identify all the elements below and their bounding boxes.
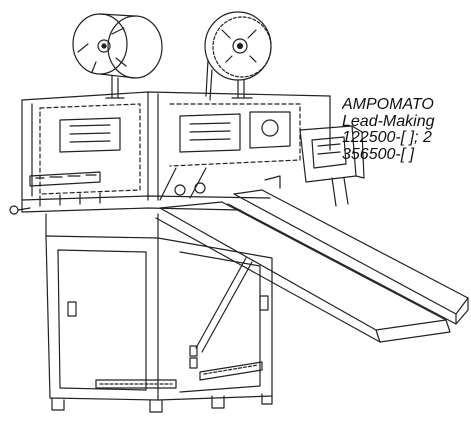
upper-chute xyxy=(227,189,469,325)
caption-line-description: Lead-Making xyxy=(342,112,435,130)
model-caption: AMPOMATO Lead-Making 122500-[ ]; 2 35650… xyxy=(342,97,471,163)
work-deck xyxy=(21,167,271,213)
base-cabinet xyxy=(45,213,273,413)
lower-chute xyxy=(155,201,451,353)
caption-line-product: AMPOMATO xyxy=(342,97,434,113)
machine-head xyxy=(9,91,331,215)
caption-line-part-number-1: 122500-[ ]; 2 xyxy=(342,129,432,146)
left-reel xyxy=(72,13,163,99)
caption-line-part-number-2: 356500-[ ] xyxy=(342,145,415,163)
control-panel xyxy=(299,125,365,207)
right-reel xyxy=(204,11,272,101)
